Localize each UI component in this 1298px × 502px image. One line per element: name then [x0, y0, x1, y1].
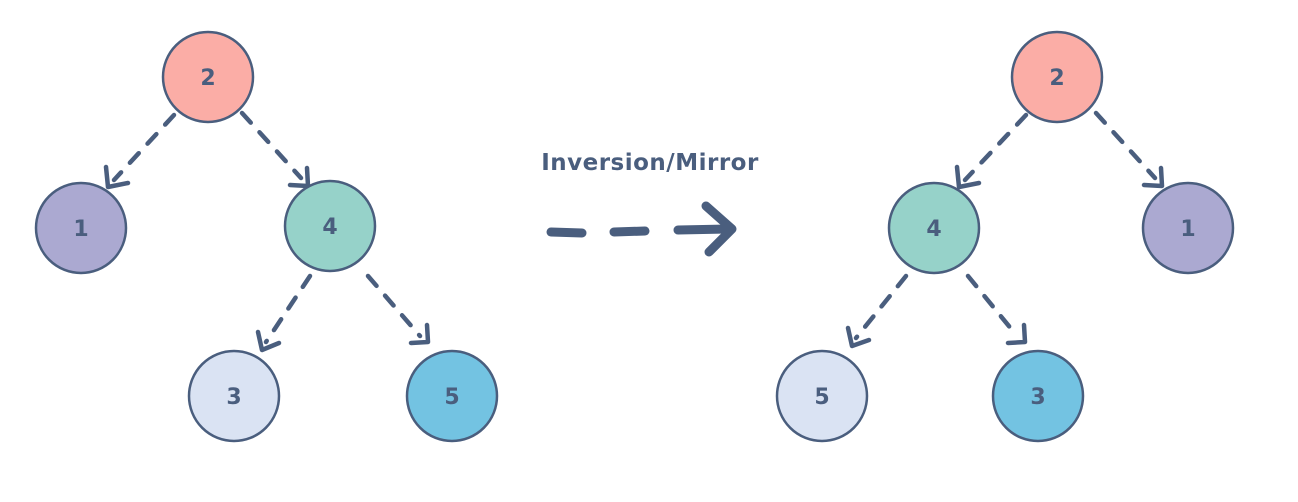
- edge-4-to-5: [845, 273, 909, 349]
- tree-node: 5: [775, 349, 869, 443]
- node-label: 3: [1030, 385, 1045, 410]
- node-label: 5: [814, 385, 829, 410]
- node-label: 1: [1180, 217, 1195, 242]
- arrow-dash: [546, 227, 587, 238]
- node-circle: [1010, 30, 1104, 124]
- node-label: 2: [1049, 66, 1064, 91]
- edge-2-to-1: [103, 112, 177, 190]
- node-circle: [161, 30, 255, 124]
- node-label: 4: [322, 215, 337, 240]
- node-label: 1: [73, 217, 88, 242]
- node-label: 2: [200, 66, 215, 91]
- node-circle: [887, 181, 981, 275]
- arrow-dash: [673, 224, 733, 235]
- mirrored-tree: 2 4 1 5 3: [775, 30, 1235, 443]
- original-tree: 2 1 4 3 5: [34, 30, 499, 443]
- transform-arrow: Inversion/Mirror: [541, 150, 759, 257]
- tree-node: 4: [887, 181, 981, 275]
- edge-2-to-4: [954, 112, 1029, 190]
- arrow-dash: [609, 226, 650, 237]
- tree-node: 5: [405, 349, 499, 443]
- node-circle: [1141, 181, 1235, 275]
- tree-node: 2: [161, 30, 255, 124]
- tree-node: 3: [991, 349, 1085, 443]
- node-circle: [283, 179, 377, 273]
- tree-node: 2: [1010, 30, 1104, 124]
- tree-node: 1: [1141, 181, 1235, 275]
- transform-caption: Inversion/Mirror: [541, 150, 759, 176]
- tree-node: 3: [187, 349, 281, 443]
- node-circle: [187, 349, 281, 443]
- edge-4-to-5: [365, 273, 431, 346]
- edge-4-to-3: [255, 273, 313, 353]
- edge-2-to-1: [1093, 110, 1165, 189]
- tree-node: 4: [283, 179, 377, 273]
- arrow-head-icon: [701, 201, 737, 257]
- node-label: 5: [444, 385, 459, 410]
- edge-2-to-4: [239, 110, 311, 189]
- node-circle: [775, 349, 869, 443]
- node-label: 3: [226, 385, 241, 410]
- node-circle: [34, 181, 128, 275]
- node-circle: [991, 349, 1085, 443]
- node-label: 4: [926, 217, 941, 242]
- edge-4-to-3: [965, 273, 1028, 346]
- tree-node: 1: [34, 181, 128, 275]
- node-circle: [405, 349, 499, 443]
